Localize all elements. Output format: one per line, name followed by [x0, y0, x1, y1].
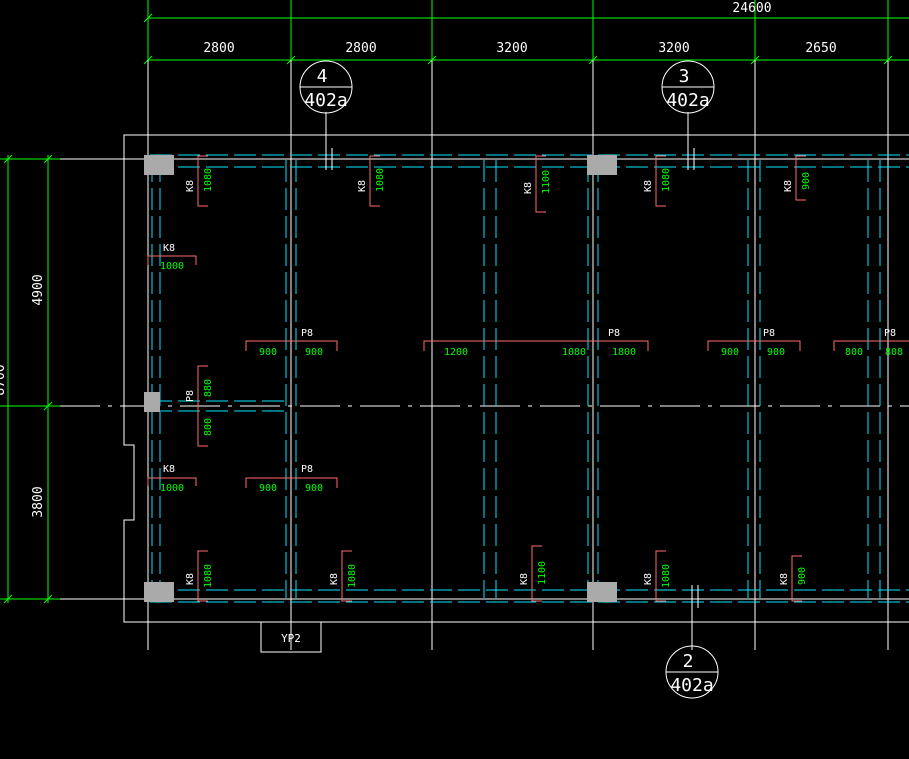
- slab-outline: [123, 134, 909, 653]
- section-number: 2: [683, 651, 694, 672]
- rebar-value: 808: [885, 347, 903, 358]
- k8-label: K8: [163, 464, 175, 475]
- rebar-value: 1100: [541, 170, 552, 194]
- k8-label: K8: [329, 573, 340, 585]
- rebar-value: 900: [259, 483, 277, 494]
- k8-label: K8: [185, 573, 196, 585]
- rebar-value: 900: [305, 483, 323, 494]
- p8-label: P8: [301, 328, 313, 339]
- p8-label: P8: [301, 464, 313, 475]
- yp2-label: YP2: [281, 632, 301, 645]
- rebar-value: 1000: [160, 483, 184, 494]
- dim-left-span-1: 4900: [31, 274, 46, 305]
- section-sheet: 402a: [666, 90, 709, 111]
- rebar-value: 1100: [537, 561, 548, 585]
- rebar-value: 800: [203, 418, 214, 436]
- p8-label: P8: [185, 390, 196, 402]
- dim-span-4: 3200: [658, 41, 689, 56]
- section-sheet: 402a: [304, 90, 347, 111]
- rebar-value: 800: [845, 347, 863, 358]
- rebar-value: 1080: [203, 168, 214, 192]
- k8-label: K8: [523, 182, 534, 194]
- section-cut-lines: [325, 112, 699, 650]
- k8-label: K8: [783, 180, 794, 192]
- rebar-value: 900: [767, 347, 785, 358]
- section-marker-4: 4 402a: [299, 60, 353, 114]
- rebar-value: 1080: [661, 168, 672, 192]
- rebar-value: 1000: [160, 261, 184, 272]
- beam-lines: [150, 154, 909, 603]
- k8-label: K8: [357, 180, 368, 192]
- dim-left-span-2: 3800: [31, 486, 46, 517]
- rebar-value: 900: [259, 347, 277, 358]
- dim-span-1: 2800: [203, 41, 234, 56]
- dim-span-5: 2650: [805, 41, 836, 56]
- rebar-value: 1800: [612, 347, 636, 358]
- rebar-value: 900: [305, 347, 323, 358]
- rebar-marks: [147, 155, 909, 602]
- rebar-value: 900: [801, 172, 812, 190]
- k8-label: K8: [185, 180, 196, 192]
- rebar-value: 880: [203, 379, 214, 397]
- rebar-texts: K8 1080 K8 1080 K8 1100 K8 1080 K8 900 K…: [160, 168, 903, 588]
- rebar-value: 900: [797, 567, 808, 585]
- section-marker-3: 3 402a: [661, 60, 715, 114]
- section-marker-2: 2 402a: [665, 645, 719, 699]
- section-number: 4: [317, 66, 328, 87]
- k8-label: K8: [163, 243, 175, 254]
- section-number: 3: [679, 66, 690, 87]
- rebar-value: 1080: [661, 564, 672, 588]
- columns: [144, 155, 617, 602]
- dim-total-top: 24600: [732, 1, 771, 16]
- p8-label: P8: [763, 328, 775, 339]
- k8-label: K8: [519, 573, 530, 585]
- rebar-value: 1080: [347, 564, 358, 588]
- rebar-value: 1080: [375, 168, 386, 192]
- k8-label: K8: [779, 573, 790, 585]
- dim-span-2: 2800: [345, 41, 376, 56]
- p8-label: P8: [608, 328, 620, 339]
- p8-label: P8: [884, 328, 896, 339]
- rebar-value: 1080: [562, 347, 586, 358]
- dimension-texts: 24600 2800 2800 3200 3200 2650 8700 4900…: [0, 1, 837, 518]
- dim-span-3: 3200: [496, 41, 527, 56]
- section-sheet: 402a: [670, 675, 713, 696]
- k8-label: K8: [643, 573, 654, 585]
- k8-label: K8: [643, 180, 654, 192]
- rebar-value: 1200: [444, 347, 468, 358]
- rebar-value: 900: [721, 347, 739, 358]
- rebar-value: 1080: [203, 564, 214, 588]
- dim-left-total: 8700: [0, 364, 8, 395]
